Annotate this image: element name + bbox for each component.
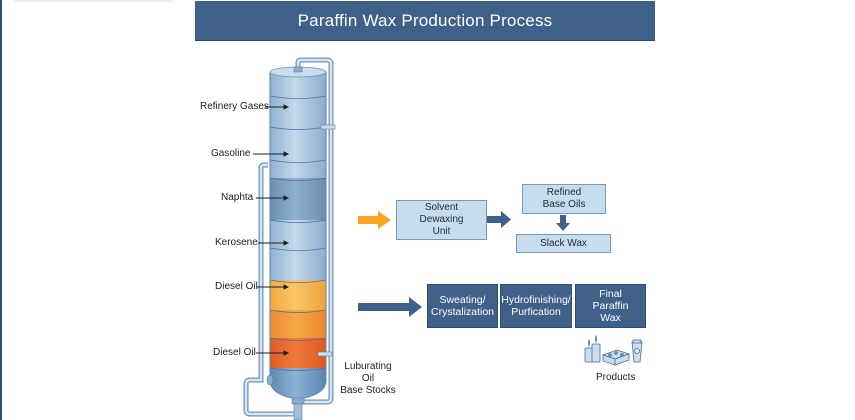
cream-tube-icon bbox=[631, 339, 643, 363]
side-pipe bbox=[243, 162, 294, 417]
sweating-crystalization-box: Sweating/ Crystalization bbox=[427, 284, 498, 328]
wax-blocks-icon bbox=[601, 349, 631, 366]
final-paraffin-wax-label: Final Paraffin Wax bbox=[592, 288, 629, 324]
fraction-label-refinery-gases: Refinery Gases bbox=[200, 101, 269, 112]
side-nozzle-upper bbox=[320, 124, 336, 130]
fraction-label-naphta: Naphta bbox=[221, 192, 254, 203]
feed-arrow bbox=[358, 211, 391, 229]
solvent-dewaxing-unit-label: Solvent Dewaxing Unit bbox=[419, 202, 464, 237]
title-banner: Paraffin Wax Production Process bbox=[195, 1, 655, 41]
diesel-band-1 bbox=[270, 280, 326, 310]
distillation-column bbox=[266, 66, 336, 420]
page-left-border bbox=[0, 0, 2, 420]
naphtha-band bbox=[270, 178, 326, 220]
refined-base-oils-box: Refined Base Oils bbox=[522, 184, 606, 214]
lube-oil-base-stocks-label: Luburating Oil Base Stocks bbox=[340, 361, 396, 396]
products-label: Products bbox=[596, 372, 636, 383]
refined-to-slack-arrow bbox=[556, 215, 570, 231]
page-top-border bbox=[14, 0, 174, 2]
finishing-arrow bbox=[358, 297, 422, 317]
candles-icon bbox=[584, 334, 601, 363]
slack-wax-label: Slack Wax bbox=[540, 237, 587, 249]
column-bottom bbox=[270, 368, 326, 399]
fraction-label-diesel-oil-upper: Diesel Oil bbox=[215, 281, 258, 292]
tray-lines bbox=[269, 95, 327, 371]
dewax-to-refined-arrow bbox=[487, 211, 511, 228]
fraction-label-kerosene: Kerosene bbox=[215, 237, 258, 248]
final-paraffin-wax-box: Final Paraffin Wax bbox=[575, 284, 646, 328]
top-nozzle bbox=[293, 66, 303, 73]
fraction-pointers bbox=[253, 104, 290, 356]
fraction-label-gasoline: Gasoline bbox=[211, 148, 251, 159]
diagram-title: Paraffin Wax Production Process bbox=[297, 10, 553, 30]
fraction-label-diesel-oil-lower: Diesel Oil bbox=[213, 347, 256, 358]
reflux-pipe bbox=[295, 57, 334, 405]
bottom-nozzle bbox=[291, 397, 305, 405]
slack-wax-box: Slack Wax bbox=[516, 234, 611, 253]
hydrofinishing-purfication-label: Hydrofinishing/ Purfication bbox=[501, 294, 571, 318]
diesel-band-2 bbox=[270, 310, 326, 338]
hydrofinishing-purfication-box: Hydrofinishing/ Purfication bbox=[500, 284, 572, 328]
side-nozzle-lower bbox=[317, 351, 333, 357]
refined-base-oils-label: Refined Base Oils bbox=[542, 187, 586, 210]
sweating-crystalization-label: Sweating/ Crystalization bbox=[430, 294, 495, 318]
solvent-dewaxing-unit-box: Solvent Dewaxing Unit bbox=[396, 200, 487, 240]
